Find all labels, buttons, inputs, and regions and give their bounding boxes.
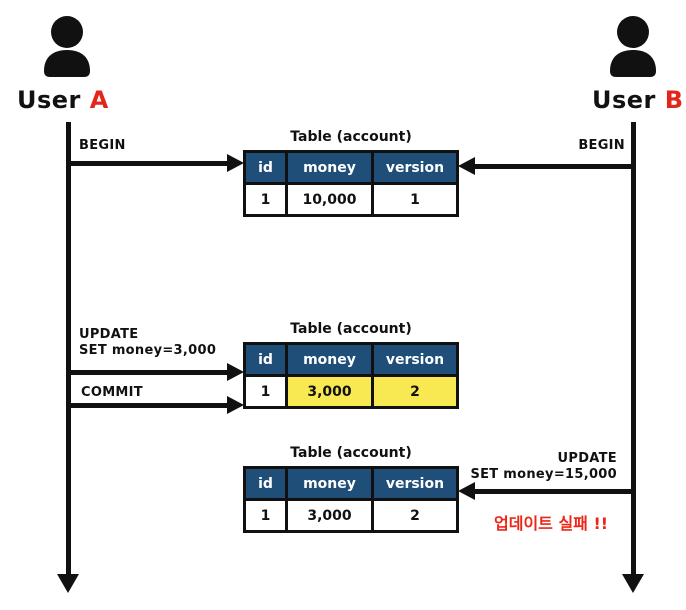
cell-id: 1: [242, 182, 289, 217]
account-table-after-commit: Table (account) id money version 1 3,000…: [242, 321, 460, 409]
user-a-lifeline: [66, 122, 71, 575]
update-a-arrow: [68, 370, 228, 375]
begin-a-label: BEGIN: [79, 138, 126, 153]
table-row: 1 3,000 2: [242, 374, 460, 409]
header-money: money: [285, 342, 374, 377]
user-a-name: User: [17, 86, 81, 114]
update-b-label: UPDATE SET money=15,000: [470, 451, 617, 483]
begin-b-arrow: [474, 164, 633, 169]
update-a-line2: SET money=3,000: [79, 343, 217, 358]
update-b-line1: UPDATE: [557, 451, 617, 466]
update-a-line1: UPDATE: [79, 327, 139, 342]
cell-version: 1: [370, 182, 460, 217]
header-id: id: [242, 150, 289, 185]
table-header-row: id money version: [242, 466, 460, 501]
user-b-letter: B: [664, 86, 684, 114]
begin-a-arrow: [68, 161, 228, 166]
user-b-name: User: [592, 86, 656, 114]
begin-a-arrowhead-icon: [227, 154, 244, 172]
update-a-label: UPDATE SET money=3,000: [79, 327, 216, 359]
update-b-line2: SET money=15,000: [470, 467, 617, 482]
header-id: id: [242, 342, 289, 377]
user-b-label: User B: [592, 86, 684, 114]
user-b-lifeline: [631, 122, 636, 575]
user-a-icon: [37, 12, 97, 78]
table-row: 1 3,000 2: [242, 498, 460, 533]
cell-id: 1: [242, 498, 289, 533]
user-a-label: User A: [17, 86, 109, 114]
cell-version: 2: [370, 498, 460, 533]
header-money: money: [285, 150, 374, 185]
user-b-lifeline-arrowhead-icon: [622, 574, 644, 593]
account-table-initial: Table (account) id money version 1 10,00…: [242, 129, 460, 217]
table-row: 1 10,000 1: [242, 182, 460, 217]
header-version: version: [370, 150, 460, 185]
begin-b-arrowhead-icon: [458, 157, 475, 175]
table-header-row: id money version: [242, 150, 460, 185]
cell-money-highlighted: 3,000: [285, 374, 374, 409]
update-b-arrow: [474, 489, 633, 494]
table-title: Table (account): [290, 321, 412, 337]
commit-a-arrowhead-icon: [227, 396, 244, 414]
update-b-arrowhead-icon: [458, 482, 475, 500]
commit-a-label: COMMIT: [81, 385, 143, 400]
user-a-letter: A: [89, 86, 109, 114]
table-title: Table (account): [290, 445, 412, 461]
cell-version-highlighted: 2: [370, 374, 460, 409]
commit-a-arrow: [68, 403, 228, 408]
cell-money: 10,000: [285, 182, 374, 217]
update-failed-note: 업데이트 실패 !!: [494, 514, 609, 533]
table-title: Table (account): [290, 129, 412, 145]
user-b-icon: [603, 12, 663, 78]
cell-id: 1: [242, 374, 289, 409]
cell-money: 3,000: [285, 498, 374, 533]
account-table-final: Table (account) id money version 1 3,000…: [242, 445, 460, 533]
user-a-lifeline-arrowhead-icon: [57, 574, 79, 593]
table-header-row: id money version: [242, 342, 460, 377]
header-version: version: [370, 466, 460, 501]
begin-b-label: BEGIN: [578, 138, 625, 153]
header-version: version: [370, 342, 460, 377]
update-a-arrowhead-icon: [227, 363, 244, 381]
header-money: money: [285, 466, 374, 501]
header-id: id: [242, 466, 289, 501]
